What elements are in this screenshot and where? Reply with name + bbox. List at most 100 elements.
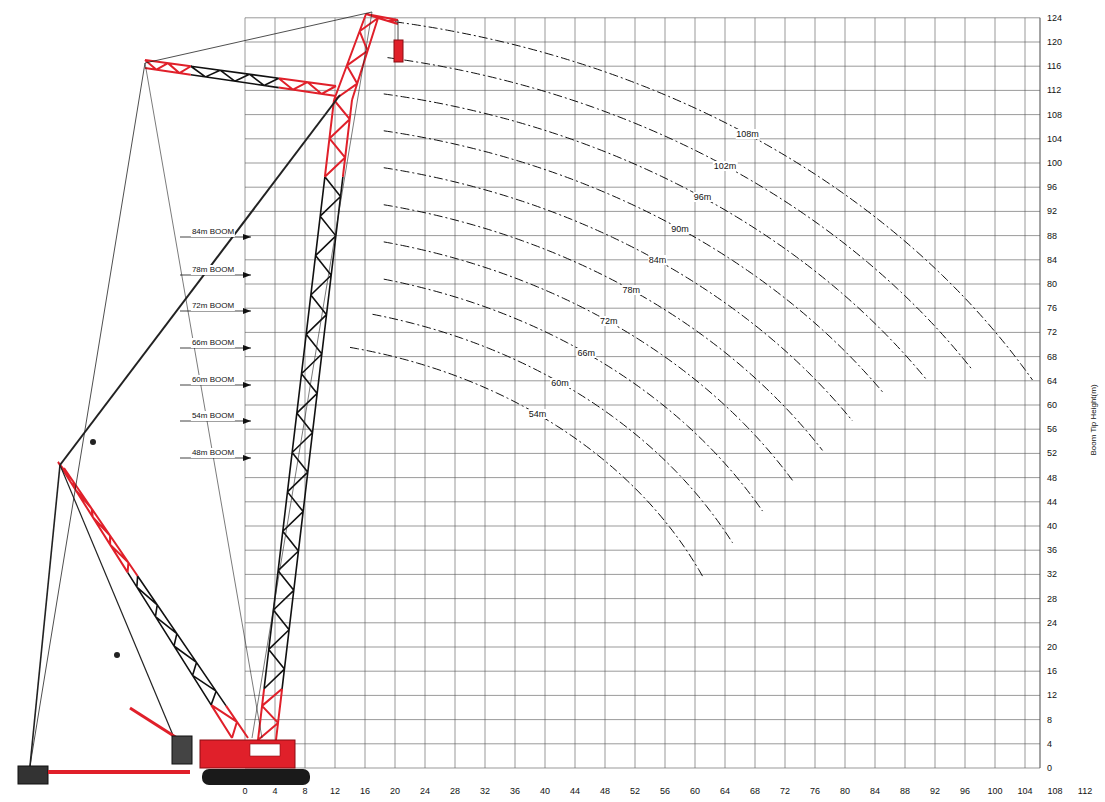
hoist-line xyxy=(145,63,262,738)
y-axis-label: 20 xyxy=(1046,642,1058,652)
backstay-line xyxy=(30,63,145,766)
y-axis-label: 92 xyxy=(1046,206,1058,216)
x-axis-label: 36 xyxy=(509,786,521,796)
curve-label: 66m xyxy=(576,348,596,358)
range-curve xyxy=(388,58,973,370)
grid-line xyxy=(245,356,1040,357)
y-axis-label: 4 xyxy=(1046,739,1053,749)
x-axis-label: 108 xyxy=(1046,786,1063,796)
range-curves xyxy=(350,22,1033,576)
x-axis-label: 76 xyxy=(809,786,821,796)
boom-arrows xyxy=(180,237,251,458)
boom-label: 48m BOOM xyxy=(191,448,235,458)
range-curve xyxy=(350,347,703,576)
x-axis-label: 48 xyxy=(599,786,611,796)
grid-line xyxy=(305,18,306,768)
y-axis-label: 48 xyxy=(1046,473,1058,483)
x-axis-label: 84 xyxy=(869,786,881,796)
axis-title: Boom Tip Height(m) xyxy=(1089,383,1099,456)
grid-line xyxy=(245,550,1040,551)
y-axis-label: 116 xyxy=(1046,61,1062,71)
grid-line xyxy=(845,18,846,768)
grid-line xyxy=(245,187,1040,188)
x-axis-label: 0 xyxy=(241,786,248,796)
x-axis-label: 16 xyxy=(359,786,371,796)
hoist-line xyxy=(252,12,372,738)
x-axis-label: 100 xyxy=(986,786,1003,796)
x-axis-label: 52 xyxy=(629,786,641,796)
grid-line xyxy=(245,138,1040,139)
range-curve xyxy=(384,242,793,480)
boom-label: 72m BOOM xyxy=(191,301,235,311)
grid-line xyxy=(245,259,1040,260)
y-axis-label: 96 xyxy=(1046,182,1058,192)
grid-line xyxy=(245,308,1040,309)
mast-pendant xyxy=(30,465,60,766)
lattice xyxy=(211,705,248,738)
hook-block xyxy=(394,40,403,62)
grid-line xyxy=(875,18,876,768)
equalizer xyxy=(114,652,120,658)
y-axis-label: 64 xyxy=(1046,376,1058,386)
grid-line xyxy=(245,163,1040,164)
y-axis-label: 80 xyxy=(1046,279,1058,289)
lattice xyxy=(128,572,226,705)
y-axis-label: 124 xyxy=(1046,13,1063,23)
range-curve xyxy=(384,94,928,381)
y-axis-label: 104 xyxy=(1046,134,1063,144)
crane-illustration xyxy=(18,12,403,785)
grid-line xyxy=(905,18,906,768)
boom-pendant xyxy=(60,95,340,465)
grid-line xyxy=(1025,18,1026,768)
grid-line xyxy=(485,18,486,768)
lattice xyxy=(264,177,343,689)
grid-line xyxy=(365,18,366,768)
winch-block xyxy=(172,736,192,764)
mast-line xyxy=(60,465,175,740)
grid-line xyxy=(515,18,516,768)
range-curve xyxy=(384,279,763,511)
grid-line xyxy=(245,284,1040,285)
grid-line xyxy=(245,211,1040,212)
y-axis-label: 28 xyxy=(1046,594,1058,604)
lattice-sections xyxy=(58,14,398,740)
y-axis-label: 100 xyxy=(1046,158,1063,168)
x-axis-label: 44 xyxy=(569,786,581,796)
grid-line xyxy=(245,332,1040,333)
x-axis-label: 72 xyxy=(779,786,791,796)
grid xyxy=(245,18,1040,768)
grid-line xyxy=(335,18,336,768)
grid-line xyxy=(245,477,1040,478)
y-axis-label: 56 xyxy=(1046,424,1058,434)
cab xyxy=(250,744,280,756)
grid-line xyxy=(455,18,456,768)
grid-line xyxy=(245,235,1040,236)
x-axis-label: 56 xyxy=(659,786,671,796)
grid-line xyxy=(605,18,606,768)
y-axis-label: 0 xyxy=(1046,763,1053,773)
y-axis-label: 112 xyxy=(1046,85,1062,95)
y-axis-label: 84 xyxy=(1046,255,1058,265)
grid-line xyxy=(245,66,1040,67)
grid-line xyxy=(245,501,1040,502)
lattice xyxy=(325,100,352,177)
grid-line xyxy=(245,114,1040,115)
x-axis-label: 88 xyxy=(899,786,911,796)
y-axis-label: 52 xyxy=(1046,448,1058,458)
grid-line xyxy=(995,18,996,768)
grid-line xyxy=(245,18,246,768)
lattice xyxy=(279,78,336,96)
curve-label: 78m xyxy=(621,285,641,295)
x-axis-label: 92 xyxy=(929,786,941,796)
y-axis-label: 8 xyxy=(1046,715,1053,725)
x-axis-label: 112 xyxy=(1077,786,1093,796)
y-axis-label: 60 xyxy=(1046,400,1058,410)
curve-label: 54m xyxy=(528,409,548,419)
x-axis-label: 60 xyxy=(689,786,701,796)
x-axis-label: 4 xyxy=(271,786,278,796)
grid-line xyxy=(245,380,1040,381)
y-axis-label: 16 xyxy=(1046,666,1058,676)
grid-line xyxy=(245,429,1040,430)
range-curve xyxy=(384,168,853,421)
y-axis-label: 44 xyxy=(1046,497,1058,507)
